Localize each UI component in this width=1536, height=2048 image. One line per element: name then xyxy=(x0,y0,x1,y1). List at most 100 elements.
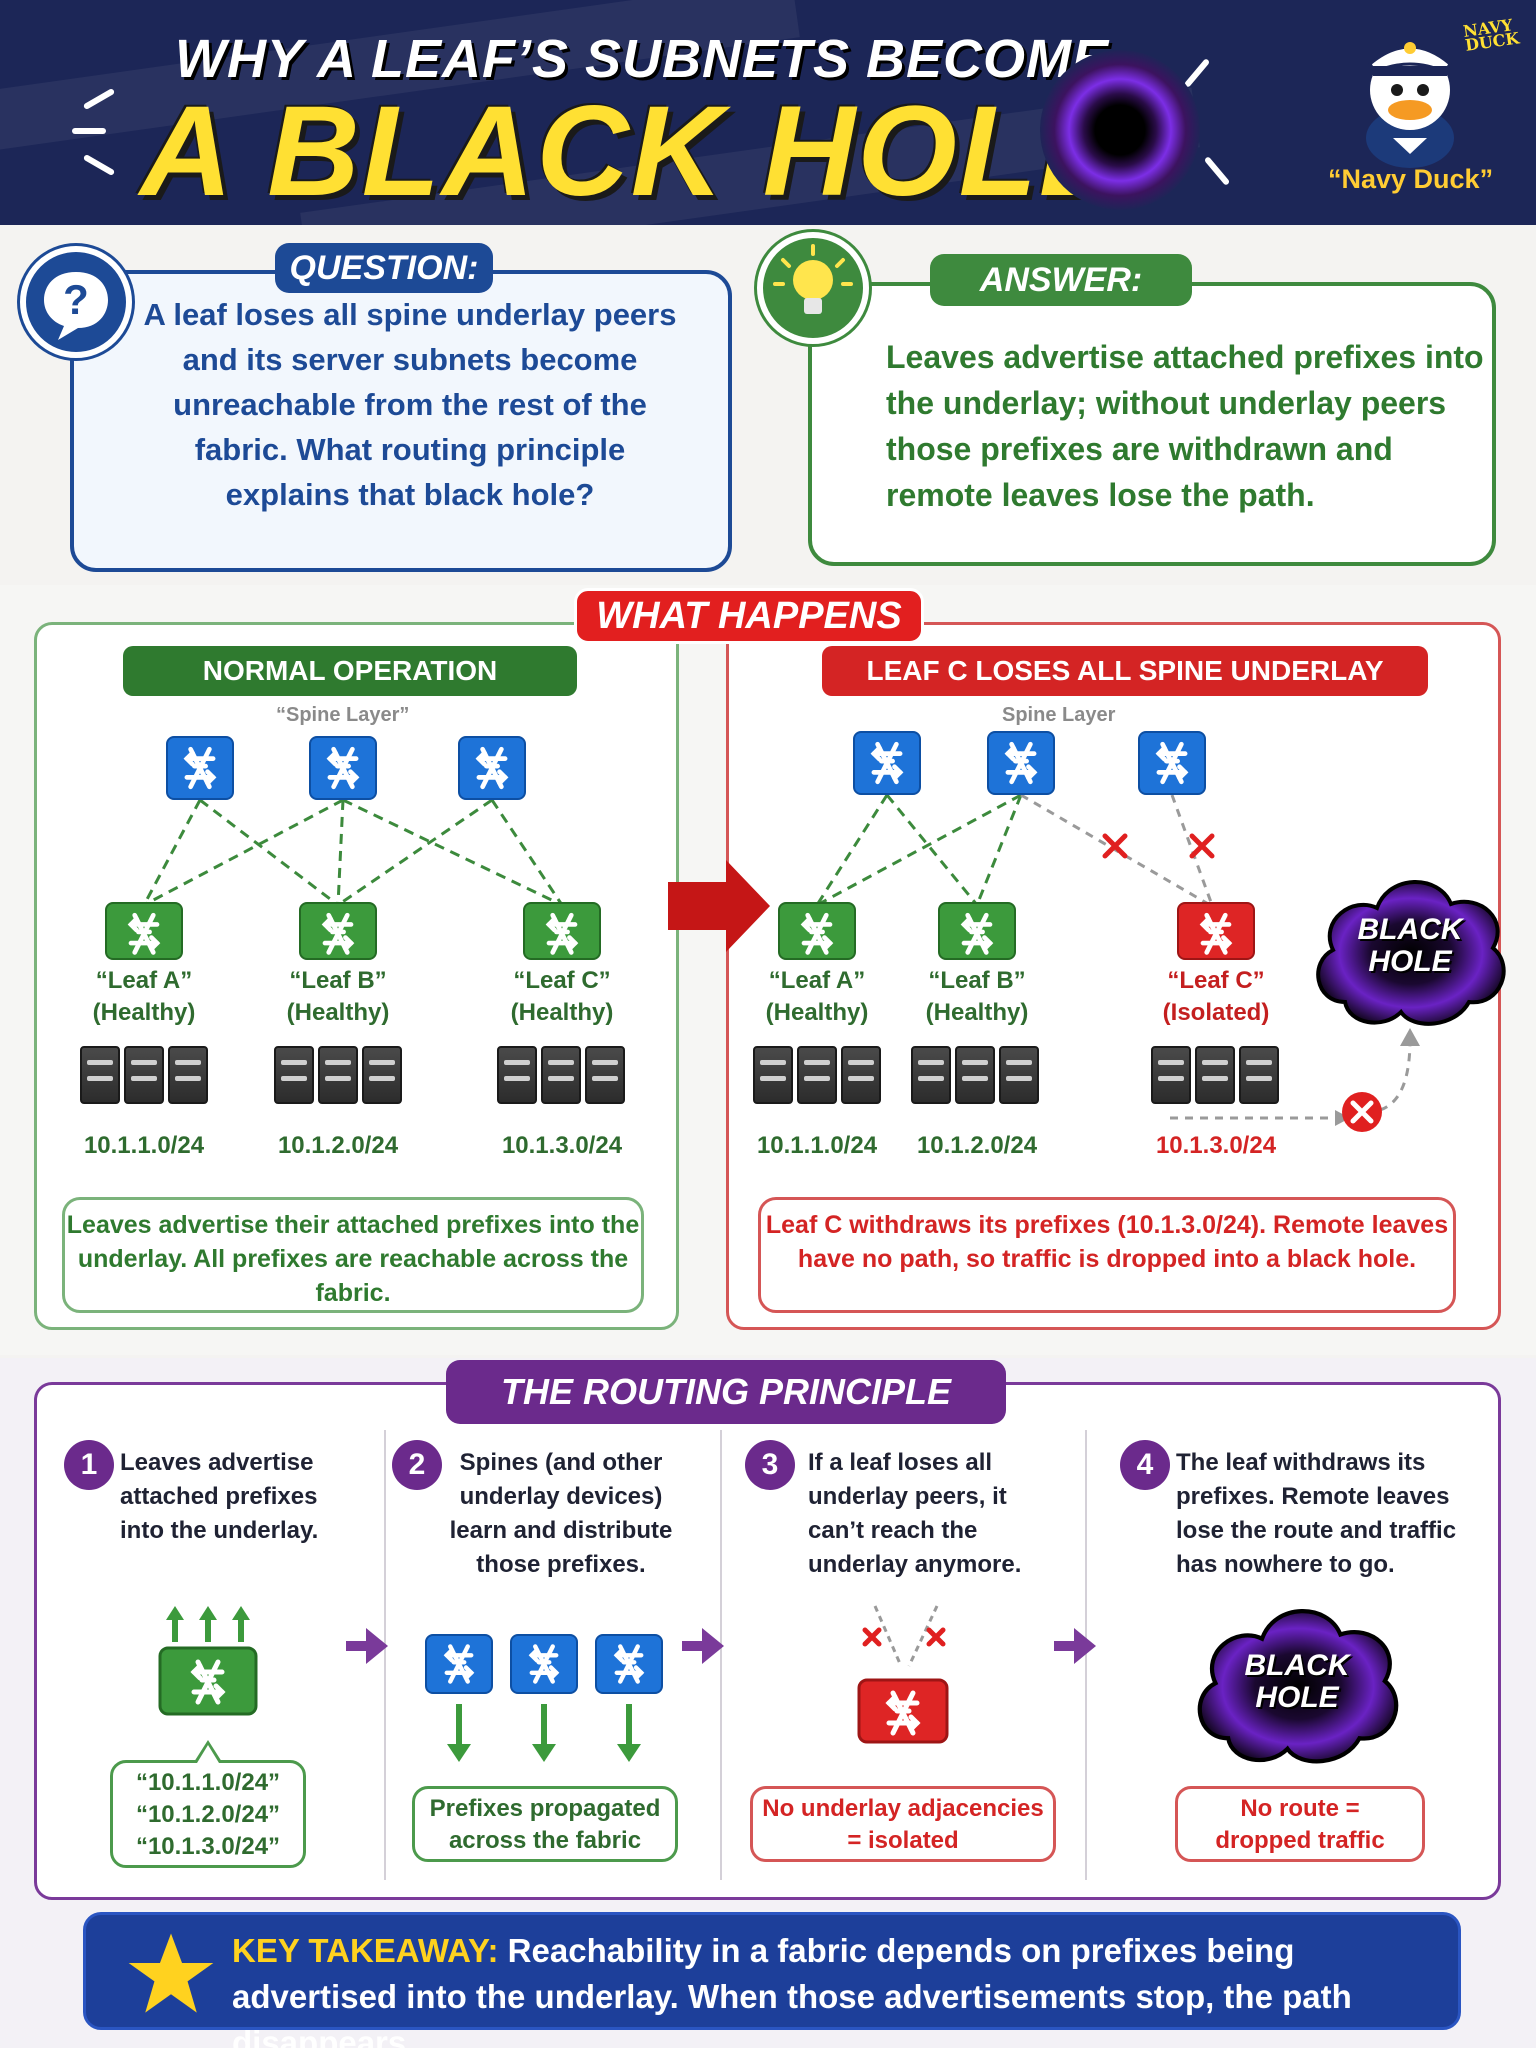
key-takeaway-label: KEY TAKEAWAY: xyxy=(232,1932,499,1969)
leaf-b-label: “Leaf B”(Healthy) xyxy=(925,967,1029,1026)
prefix-label: 10.1.1.0/24 xyxy=(756,1132,878,1159)
server-icon xyxy=(124,1046,164,1104)
prefix-label: 10.1.2.0/24 xyxy=(277,1132,399,1159)
leaf-switch-icon xyxy=(299,902,377,960)
leaf-c-label: “Leaf C”(Healthy) xyxy=(510,967,614,1026)
spine-switch-icon xyxy=(425,1634,493,1694)
isolated-leaf-icon xyxy=(857,1605,949,1744)
leaf-switch-icon xyxy=(778,902,856,960)
spine-layer-label: Spine Layer xyxy=(1002,704,1116,726)
server-icon xyxy=(1239,1046,1279,1104)
normal-operation-title: NORMAL OPERATION xyxy=(123,646,577,696)
routing-principle-badge: THE ROUTING PRINCIPLE xyxy=(446,1360,1006,1424)
server-icon xyxy=(497,1046,537,1104)
key-takeaway-text: KEY TAKEAWAY: Reachability in a fabric d… xyxy=(232,1928,1432,2048)
burst-line xyxy=(1183,58,1211,88)
server-icon xyxy=(318,1046,358,1104)
spine-switch-icon xyxy=(458,736,526,800)
mascot-label: “Navy Duck” xyxy=(1328,164,1494,194)
leaf-switch-icon xyxy=(938,902,1016,960)
server-icon xyxy=(1151,1046,1191,1104)
server-icon xyxy=(1195,1046,1235,1104)
prefix-label: 10.1.2.0/24 xyxy=(916,1132,1038,1159)
key-takeaway-body: Reachability in a fabric depends on pref… xyxy=(232,1932,1352,2048)
server-icon xyxy=(168,1046,208,1104)
question-text: A leaf loses all spine underlay peers an… xyxy=(143,297,677,512)
leaf-c-label: “Leaf C”(Isolated) xyxy=(1162,967,1270,1026)
step-2-number: 2 xyxy=(392,1440,442,1490)
spine-switch-icon xyxy=(166,736,234,800)
failure-note: Leaf C withdraws its prefixes (10.1.3.0/… xyxy=(758,1197,1456,1313)
prefix-label: 10.1.3.0/24 xyxy=(1155,1132,1277,1159)
server-icon xyxy=(841,1046,881,1104)
title-line-1: WHY A LEAF’S SUBNETS BECOME xyxy=(175,29,1110,89)
spine-switch-icon xyxy=(595,1634,663,1694)
spine-switch-icon xyxy=(987,731,1055,795)
mascot-cap-text: NAVY DUCK xyxy=(1461,15,1521,56)
server-icon xyxy=(753,1046,793,1104)
leaf-switch-icon xyxy=(105,902,183,960)
step-2-text: Spines (and other underlay devices) lear… xyxy=(449,1449,673,1578)
step-4-number: 4 xyxy=(1120,1440,1170,1490)
header-banner: WHY A LEAF’S SUBNETS BECOME A BLACK HOLE… xyxy=(0,0,1536,225)
spine-layer-label: “Spine Layer” xyxy=(276,704,410,726)
leaf-advertise-icon xyxy=(158,1606,258,1716)
server-icon xyxy=(999,1046,1039,1104)
burst-line xyxy=(1203,156,1231,186)
lightbulb-icon xyxy=(757,232,869,344)
title-line-2: A BLACK HOLE xyxy=(140,80,1127,223)
step-arrow-icon xyxy=(1054,1628,1096,1664)
burst-line xyxy=(82,153,116,177)
server-icon xyxy=(362,1046,402,1104)
server-icon xyxy=(80,1046,120,1104)
spine-switch-icon xyxy=(309,736,377,800)
navy-duck-mascot-icon xyxy=(1366,42,1454,168)
server-icon xyxy=(797,1046,837,1104)
server-icon xyxy=(955,1046,995,1104)
spine-switch-icon xyxy=(510,1634,578,1694)
isolated-leaf-switch-icon xyxy=(1177,902,1255,960)
propagation-box: Prefixes propagated across the fabric xyxy=(412,1786,678,1862)
step-arrow-icon xyxy=(682,1628,724,1664)
dropped-traffic-box: No route = dropped traffic xyxy=(1175,1786,1425,1862)
step-1-number: 1 xyxy=(64,1440,114,1490)
leaf-a-label: “Leaf A”(Healthy) xyxy=(765,967,869,1026)
leaf-b-label: “Leaf B”(Healthy) xyxy=(286,967,390,1026)
callout-pointer xyxy=(197,1745,219,1763)
isolated-box: No underlay adjacencies = isolated xyxy=(750,1786,1056,1862)
spine-switch-icon xyxy=(1138,731,1206,795)
prefix-label: 10.1.1.0/24 xyxy=(83,1132,205,1159)
step-1-text: Leaves advertise attached prefixes into … xyxy=(120,1449,319,1544)
burst-line xyxy=(72,128,106,134)
what-happens-badge: WHAT HAPPENS xyxy=(574,588,924,644)
svg-text:?: ? xyxy=(63,276,89,323)
leaf-switch-icon xyxy=(523,902,601,960)
answer-badge: ANSWER: xyxy=(930,254,1192,306)
server-icon xyxy=(911,1046,951,1104)
step-3-number: 3 xyxy=(745,1440,795,1490)
step-4-text: The leaf withdraws its prefixes. Remote … xyxy=(1176,1449,1457,1578)
star-icon xyxy=(128,1933,214,2013)
key-takeaway-banner xyxy=(83,1912,1461,2030)
step-3-text: If a leaf loses all underlay peers, it c… xyxy=(808,1449,1022,1578)
server-icon xyxy=(274,1046,314,1104)
leaf-a-label: “Leaf A”(Healthy) xyxy=(92,967,196,1026)
advertised-prefixes-box: “10.1.1.0/24” “10.1.2.0/24” “10.1.3.0/24… xyxy=(110,1760,306,1868)
normal-operation-note: Leaves advertise their attached prefixes… xyxy=(62,1197,644,1313)
failure-title: LEAF C LOSES ALL SPINE UNDERLAY PEERS xyxy=(822,646,1428,736)
black-hole-icon xyxy=(1197,1609,1399,1764)
black-hole-icon xyxy=(1040,50,1200,210)
question-icon: ? xyxy=(20,246,132,358)
server-icon xyxy=(585,1046,625,1104)
black-hole-icon xyxy=(1316,880,1506,1026)
step-arrow-icon xyxy=(346,1628,388,1664)
question-badge: QUESTION: xyxy=(275,243,493,293)
server-icon xyxy=(541,1046,581,1104)
spine-switch-icon xyxy=(853,731,921,795)
question-panel xyxy=(70,270,732,572)
propagate-arrows-icon xyxy=(447,1704,641,1762)
answer-text: Leaves advertise attached prefixes into … xyxy=(886,339,1484,513)
prefix-label: 10.1.3.0/24 xyxy=(501,1132,623,1159)
